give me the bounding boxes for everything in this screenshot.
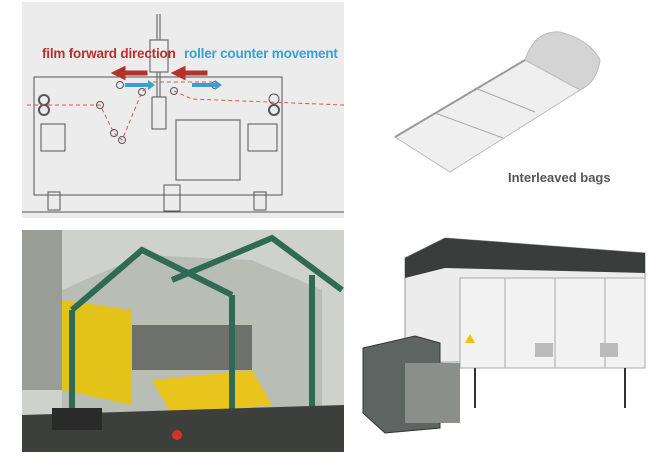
bags-drawing	[394, 31, 601, 173]
interleaved-bags-illustration: Interleaved bags	[375, 20, 660, 200]
machine-schematic	[22, 14, 344, 213]
film-direction-arrows	[110, 65, 208, 81]
roller-direction-arrows	[125, 80, 222, 90]
machine-interior-image	[22, 230, 344, 452]
interleaved-bags-caption: Interleaved bags	[508, 170, 611, 185]
machine-exterior-image	[362, 237, 646, 434]
machine-diagram: film forward direction roller counter mo…	[22, 2, 344, 218]
roller-counter-movement-label: roller counter movement	[184, 46, 338, 61]
machine-exterior-photo	[355, 228, 660, 438]
film-forward-direction-label: film forward direction	[42, 46, 176, 61]
machine-interior-photo	[22, 230, 344, 452]
